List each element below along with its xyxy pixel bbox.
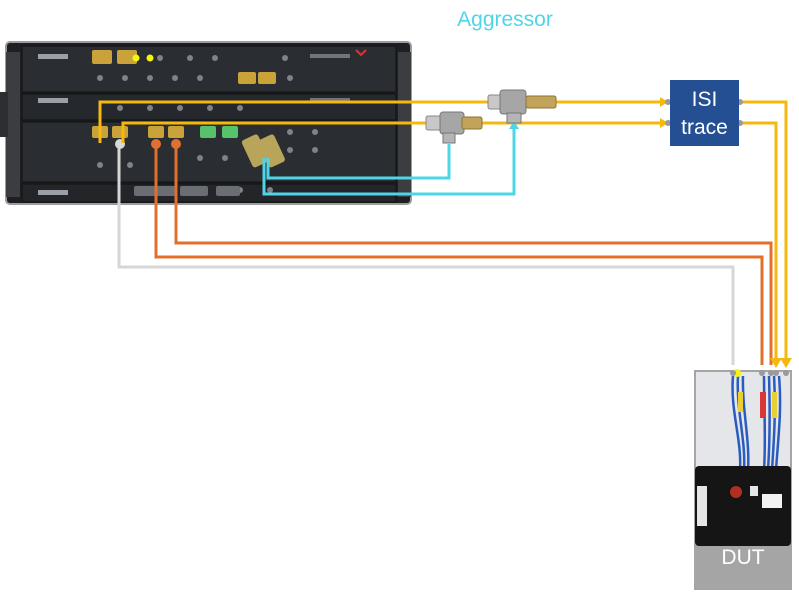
isi-trace-label-line2: trace [681, 116, 728, 139]
isi-trace-box: ISI trace [670, 80, 739, 146]
aggressor-cable-1 [266, 144, 451, 180]
aggressor-cable-2 [262, 128, 516, 196]
isi-cable-top [98, 100, 668, 143]
coax-cable-bundle-icon [731, 375, 782, 471]
power-divider-tee-icon [425, 89, 527, 144]
dut-fixture-icon [694, 369, 792, 590]
bert-instrument-icon [0, 41, 412, 205]
aggressor-title: Aggressor [457, 8, 553, 31]
isi-trace-label-line1: ISI [691, 88, 718, 111]
isi-to-dut-top [740, 100, 788, 360]
gray-cable [117, 145, 735, 365]
isi-to-dut-bottom [740, 121, 778, 360]
dut-label: DUT [721, 546, 765, 569]
orange-cable-2 [154, 145, 764, 365]
orange-cable-1 [174, 145, 773, 365]
arrow-heads [443, 97, 792, 368]
